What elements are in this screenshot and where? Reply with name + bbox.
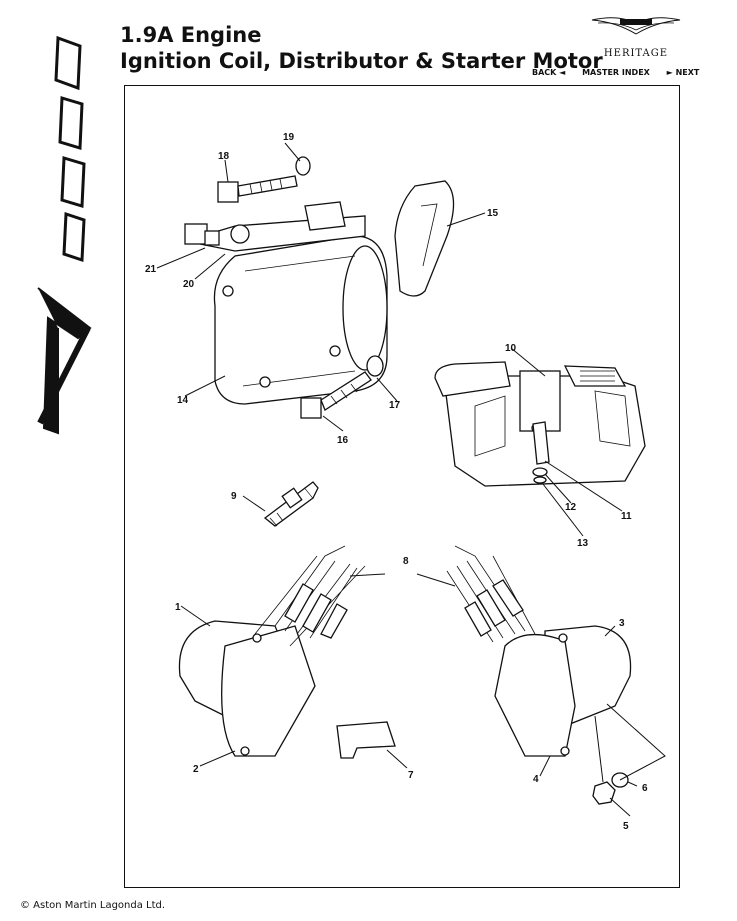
copyright-footer: © Aston Martin Lagonda Ltd. (20, 900, 166, 911)
washer-17-part (366, 355, 384, 377)
callout-20: 20 (183, 279, 195, 290)
next-link[interactable]: ► NEXT (666, 68, 700, 77)
callout-2: 2 (193, 764, 199, 775)
callout-labels: 1 2 3 4 5 6 7 8 9 10 11 12 13 14 15 16 1… (145, 132, 648, 832)
nut-5-part (592, 781, 616, 805)
callout-13: 13 (577, 538, 589, 549)
washer-13-part (533, 476, 547, 484)
heritage-label: HERITAGE (603, 48, 669, 59)
page-subtitle: Ignition Coil, Distributor & Starter Mot… (120, 49, 603, 73)
left-distributor-part (178, 545, 366, 757)
callout-21: 21 (145, 264, 157, 275)
bolt-16-part (300, 371, 372, 419)
page-title: 1.9A Engine (120, 23, 262, 47)
right-distributor-part (446, 545, 632, 757)
exploded-parts-diagram: 1 2 3 4 5 6 7 8 9 10 11 12 13 14 15 16 1… (145, 132, 666, 832)
callout-12: 12 (565, 502, 577, 513)
page-title-block: 1.9A Engine Ignition Coil, Distributor &… (120, 22, 603, 74)
callout-6: 6 (642, 783, 648, 794)
callout-11: 11 (621, 511, 632, 522)
aston-martin-brand: HERITAGE (590, 10, 682, 59)
callout-1: 1 (175, 602, 181, 613)
callout-17: 17 (389, 400, 401, 411)
spark-plug-part (263, 481, 319, 527)
callout-18: 18 (218, 151, 230, 162)
callout-15: 15 (487, 208, 499, 219)
callout-3: 3 (619, 618, 625, 629)
callout-10: 10 (505, 343, 517, 354)
washer-19-part (295, 156, 311, 176)
bolt-11-part (532, 421, 550, 465)
virage-side-logo (37, 35, 92, 435)
bracket-7-part (336, 721, 396, 759)
callout-16: 16 (337, 435, 349, 446)
navigation-bar: BACK ◄ MASTER INDEX ► NEXT (532, 68, 699, 77)
wings-logo-icon (591, 17, 681, 35)
washer-12-part (532, 467, 548, 477)
starter-bracket-part (394, 180, 455, 297)
callout-7: 7 (408, 770, 414, 781)
callout-5: 5 (623, 821, 629, 832)
callout-19: 19 (283, 132, 295, 143)
starter-motor-part (184, 201, 388, 405)
diagram-frame: 1 2 3 4 5 6 7 8 9 10 11 12 13 14 15 16 1… (124, 85, 680, 888)
callout-14: 14 (177, 395, 189, 406)
callout-8: 8 (403, 556, 409, 567)
callout-4: 4 (533, 774, 539, 785)
back-link[interactable]: BACK ◄ (532, 68, 566, 77)
leader-lines (156, 142, 666, 817)
master-index-link[interactable]: MASTER INDEX (582, 68, 650, 77)
callout-9: 9 (231, 491, 237, 502)
bolt-18-part (217, 175, 298, 203)
